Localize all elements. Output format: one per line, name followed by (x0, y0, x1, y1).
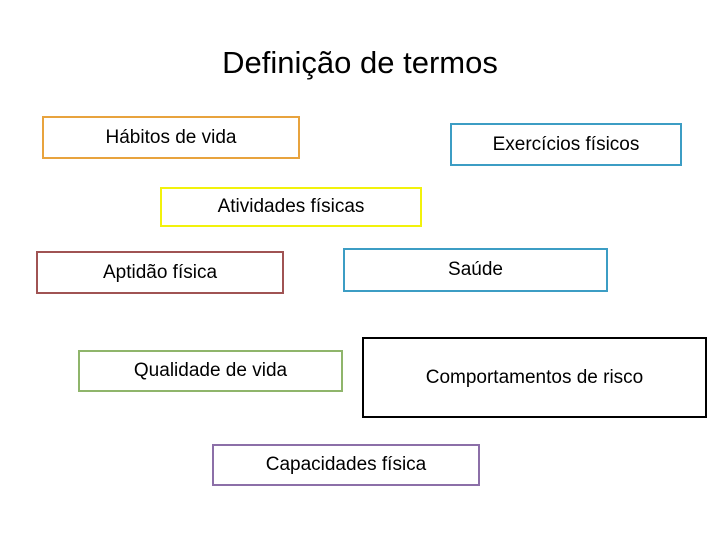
term-box-atividades-fisicas[interactable]: Atividades físicas (160, 187, 422, 227)
page-title: Definição de termos (222, 45, 498, 80)
term-box-label: Saúde (448, 259, 503, 281)
term-box-label: Atividades físicas (217, 196, 365, 218)
term-box-exercicios-fisicos[interactable]: Exercícios físicos (450, 123, 682, 166)
term-box-saude[interactable]: Saúde (343, 248, 608, 292)
term-box-capacidades-fisica[interactable]: Capacidades física (212, 444, 480, 486)
term-box-label: Aptidão física (102, 261, 218, 283)
term-box-comportamentos-de-risco[interactable]: Comportamentos de risco (362, 337, 707, 418)
term-box-label: Exercícios físicos (492, 133, 640, 155)
term-box-habitos-de-vida[interactable]: Hábitos de vida (42, 116, 300, 159)
term-box-label: Capacidades física (265, 454, 427, 476)
term-box-qualidade-de-vida[interactable]: Qualidade de vida (78, 350, 343, 392)
term-box-label: Comportamentos de risco (425, 366, 644, 388)
term-box-label: Qualidade de vida (133, 360, 288, 382)
term-box-label: Hábitos de vida (105, 126, 237, 148)
term-box-aptidao-fisica[interactable]: Aptidão física (36, 251, 284, 294)
